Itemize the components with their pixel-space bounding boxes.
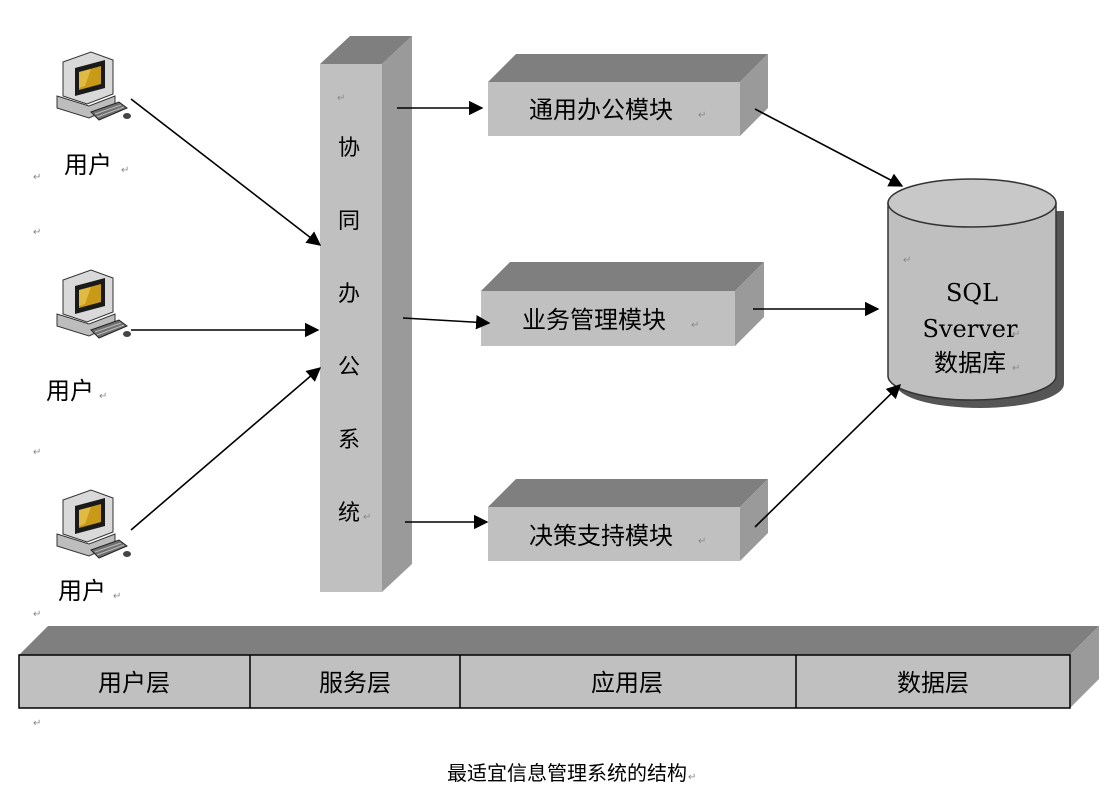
column-top-face: [320, 36, 412, 64]
module-top-face: [481, 262, 764, 291]
system-char-6: 统: [338, 501, 360, 526]
column-side-face: [382, 36, 412, 592]
user-computer-1: [56, 51, 132, 121]
module-front-face: [488, 507, 740, 561]
module-box-general-office: [488, 54, 768, 136]
layer-label-data: 数据层: [897, 669, 969, 697]
return-mark: ↵: [33, 447, 41, 458]
return-mark: ↵: [1012, 329, 1020, 340]
module-side-face: [740, 479, 768, 561]
return-mark: ↵: [33, 609, 41, 620]
computer-icon: [56, 51, 132, 121]
return-mark: ↵: [1012, 363, 1020, 374]
arrow-decision-to-db: [754, 383, 902, 528]
return-mark: ↵: [113, 591, 121, 602]
layer-bar-front-face: [18, 654, 1071, 709]
return-mark: ↵: [33, 227, 41, 238]
user-label-2: 用户: [46, 377, 94, 405]
computer-icon: [56, 269, 132, 339]
system-char-4: 公: [338, 355, 360, 380]
arrow-user3-to-system: [130, 367, 322, 531]
return-mark: ↵: [698, 536, 706, 547]
module-side-face: [740, 54, 768, 136]
arrow-general-to-db: [754, 108, 904, 187]
column-front-face: [320, 64, 382, 592]
arrow-user1-to-system: [130, 98, 322, 246]
system-char-3: 办: [338, 282, 360, 307]
system-char-5: 系: [338, 428, 360, 453]
user-computer-3: [56, 489, 132, 559]
return-mark: ↵: [903, 255, 911, 266]
return-mark: ↵: [691, 320, 699, 331]
system-char-2: 同: [338, 209, 360, 234]
module-front-face: [481, 291, 735, 346]
return-mark: ↵: [698, 110, 706, 121]
database-line-3: 数据库: [934, 349, 1006, 377]
user-computer-2: [56, 269, 132, 339]
system-char-1: 协: [338, 136, 360, 161]
connectors: [130, 98, 904, 531]
user-label-3: 用户: [58, 577, 106, 605]
database-line-1: SQL: [946, 279, 998, 307]
return-mark: ↵: [33, 718, 41, 729]
user-label-1: 用户: [64, 151, 112, 179]
layer-label-user: 用户层: [98, 669, 170, 697]
module-box-decision-support: [488, 479, 768, 561]
layer-label-application: 应用层: [591, 669, 663, 697]
database-line-2: Sverver: [923, 315, 1018, 343]
return-mark: ↵: [33, 172, 41, 183]
database-cylinder: [887, 178, 1064, 408]
layer-label-service: 服务层: [319, 669, 391, 697]
return-mark: ↵: [121, 165, 129, 176]
module-label-business-management: 业务管理模块: [522, 306, 666, 334]
cylinder-top: [887, 178, 1057, 228]
return-mark: ↵: [688, 772, 696, 783]
computer-icon: [56, 489, 132, 559]
module-label-decision-support: 决策支持模块: [529, 522, 673, 550]
module-front-face: [488, 82, 740, 136]
layer-bar-side-face: [1070, 626, 1099, 708]
office-system-column: [320, 36, 412, 592]
return-mark: ↵: [337, 93, 345, 104]
module-label-general-office: 通用办公模块: [529, 96, 673, 124]
diagram-caption: 最适宜信息管理系统的结构: [447, 761, 687, 785]
layer-bar: [18, 626, 1099, 709]
module-top-face: [488, 54, 768, 82]
arrow-system-to-business: [402, 315, 491, 330]
module-box-business-management: [481, 262, 764, 346]
return-mark: ↵: [99, 391, 107, 402]
layer-bar-top-face: [19, 626, 1099, 655]
module-top-face: [488, 479, 768, 507]
module-side-face: [735, 262, 764, 346]
return-mark: ↵: [363, 512, 371, 523]
